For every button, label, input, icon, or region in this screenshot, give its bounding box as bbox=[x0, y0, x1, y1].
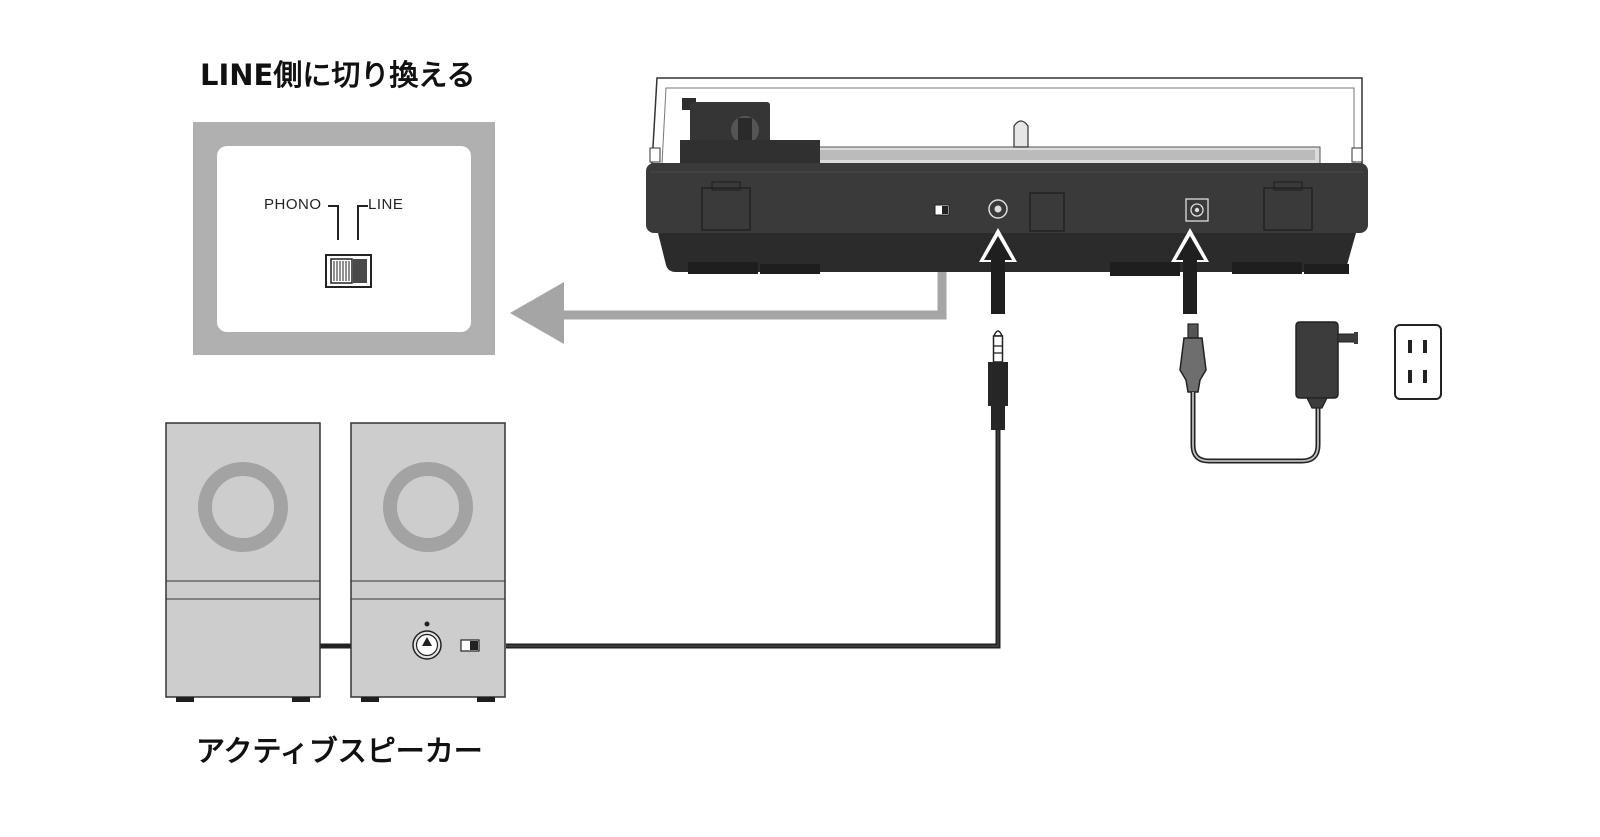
line-out-jack bbox=[988, 199, 1008, 219]
slide-switch bbox=[325, 254, 372, 288]
speaker-left bbox=[165, 422, 321, 702]
switch-label-line: LINE bbox=[368, 196, 404, 213]
rear-phono-line-switch bbox=[934, 204, 950, 216]
speakers-label: アクティブスピーカー bbox=[196, 734, 483, 768]
dc-in-arrow bbox=[1171, 228, 1209, 314]
dc-plug bbox=[1179, 323, 1207, 393]
ac-adapter bbox=[1295, 321, 1358, 409]
audio-cable bbox=[506, 430, 1001, 649]
power-cable bbox=[1190, 392, 1321, 464]
speaker-right bbox=[350, 422, 506, 702]
switch-zoom-panel bbox=[193, 122, 495, 355]
dc-in-jack bbox=[1185, 198, 1209, 222]
volume-knob-icon bbox=[412, 621, 442, 660]
switch-instruction-title: LINE側に切り換える bbox=[200, 58, 476, 92]
stereo-mini-plug bbox=[988, 330, 1008, 430]
wall-outlet-icon bbox=[1394, 324, 1442, 400]
tonearm bbox=[680, 98, 820, 164]
switch-label-phono: PHONO bbox=[264, 196, 322, 213]
speaker-power-switch bbox=[460, 639, 480, 652]
line-out-arrow bbox=[979, 228, 1017, 314]
